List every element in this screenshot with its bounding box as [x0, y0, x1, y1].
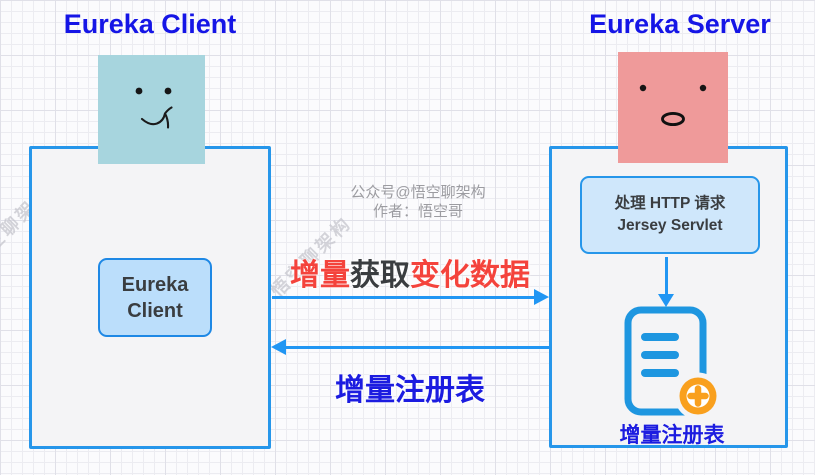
surprised-face-icon	[618, 52, 728, 163]
registry-icon-label: 增量注册表	[619, 424, 725, 447]
jersey-servlet-node: 处理 HTTP 请求 Jersey Servlet	[580, 176, 760, 254]
arrow-right-head-icon	[534, 289, 549, 305]
arrow-left-head-icon	[271, 339, 286, 355]
client-title: Eureka Client	[63, 9, 237, 39]
client-node-line2: Client	[127, 299, 183, 322]
request-label-part1: 增量	[290, 259, 350, 292]
document-list-icon	[622, 304, 724, 423]
response-arrow-line	[284, 346, 550, 349]
servlet-to-registry-arrow-line	[665, 257, 668, 295]
request-arrow-line	[272, 296, 538, 299]
watermark-line1: 公众号@悟空聊架构	[350, 184, 486, 201]
request-flow-label: 增量获取变化数据	[276, 250, 544, 294]
eureka-client-node: Eureka Client	[98, 258, 212, 337]
client-node-line1: Eureka	[121, 273, 189, 296]
request-label-part3: 变化数据	[410, 259, 530, 292]
request-label-part2: 获取	[350, 259, 410, 292]
add-plus-badge-icon	[674, 372, 722, 420]
servlet-node-line1: 处理 HTTP 请求	[614, 195, 726, 212]
arrow-down-head-icon	[658, 294, 674, 307]
smiley-face-icon	[98, 55, 205, 164]
server-title: Eureka Server	[589, 9, 771, 39]
servlet-node-line2: Jersey Servlet	[617, 217, 723, 234]
smiley-face-drawing	[135, 87, 173, 129]
surprised-face-drawing	[639, 84, 707, 127]
author-watermark: 公众号@悟空聊架构 作者：悟空哥	[308, 183, 528, 221]
response-flow-label: 增量注册表	[335, 374, 485, 407]
watermark-line2: 作者：悟空哥	[372, 203, 463, 220]
registry-document-drawing	[624, 306, 722, 420]
